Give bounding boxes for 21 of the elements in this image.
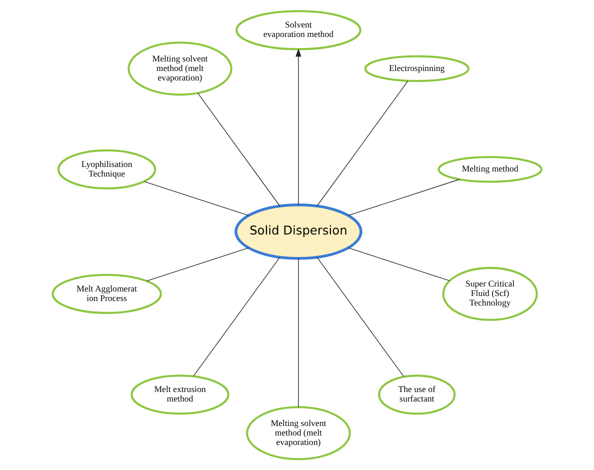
connector [348, 179, 460, 216]
connector [197, 92, 280, 206]
node-ellipse: Melt extrusion method [130, 374, 230, 415]
connector [193, 256, 280, 377]
node-ellipse: Solid Dispersion [234, 204, 362, 260]
connector [146, 248, 249, 282]
node-ellipse: Melting solvent method (melt evaporation) [246, 406, 351, 460]
connector [348, 248, 450, 282]
node-ellipse: Melting method [438, 156, 542, 183]
connector [316, 80, 408, 206]
connector [144, 181, 249, 216]
connector [316, 256, 404, 377]
connector [298, 258, 299, 408]
node-ellipse: Melting solvent method (melt evaporation) [128, 42, 232, 96]
node-ellipse: Lyophilisation Technique [58, 149, 156, 190]
arrow [296, 48, 302, 206]
node-ellipse: The use of surfactant [378, 374, 456, 415]
node-ellipse: Solvent evaporation method [236, 10, 362, 50]
node-ellipse: Super Critical Fluid (Scf) Technology [442, 266, 538, 321]
node-ellipse: Electrospinning [364, 55, 470, 82]
node-ellipse: Melt Agglomerat ion Process [52, 274, 162, 314]
